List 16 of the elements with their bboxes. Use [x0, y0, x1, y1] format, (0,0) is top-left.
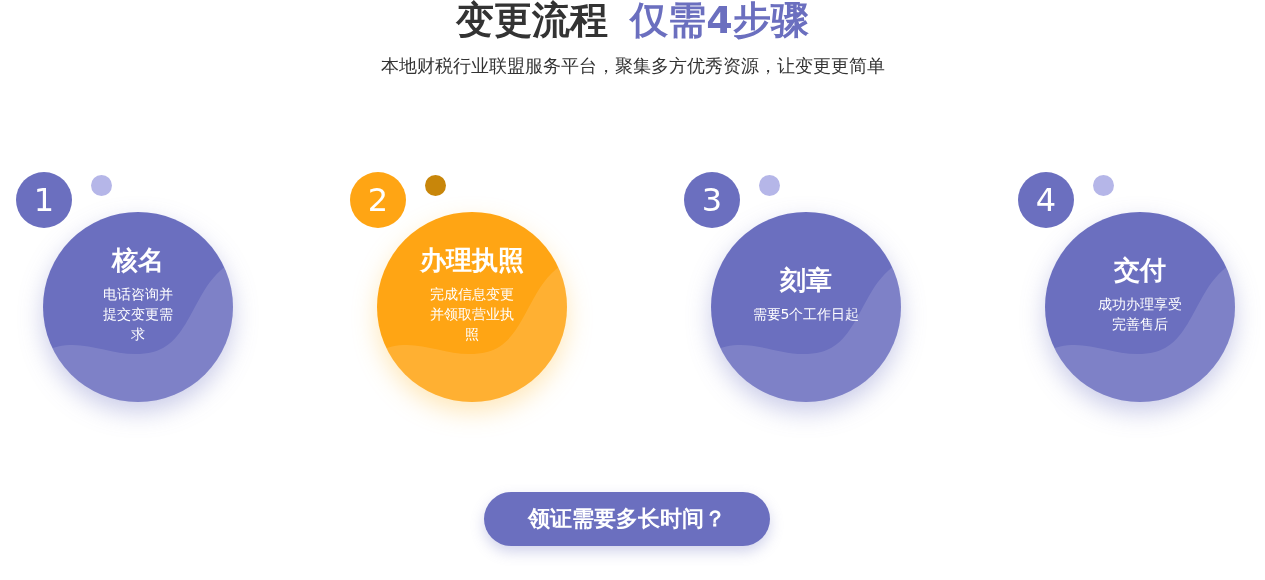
step-description: 完成信息变更并领取营业执照 — [429, 284, 515, 344]
title-text: 仅需4步骤 — [630, 0, 809, 44]
title-text: 变更流程 — [456, 0, 609, 44]
step-description: 成功办理享受完善售后 — [1097, 294, 1183, 334]
step-description: 电话咨询并提交变更需求 — [102, 284, 174, 344]
step-title: 刻章 — [780, 263, 832, 297]
step-description: 需要5个工作日起 — [751, 304, 861, 324]
step-title: 办理执照 — [420, 243, 524, 277]
number-badge: 2 — [350, 172, 406, 228]
number-badge: 4 — [1018, 172, 1074, 228]
number-badge: 1 — [16, 172, 72, 228]
step-title: 交付 — [1114, 253, 1166, 287]
subtitle-text: 本地财税行业联盟服务平台，聚集多方优秀资源，让变更更简单 — [379, 54, 886, 78]
number-badge: 3 — [684, 172, 740, 228]
step-title: 核名 — [112, 243, 164, 277]
question-button: 领证需要多长时间？ — [484, 492, 770, 546]
